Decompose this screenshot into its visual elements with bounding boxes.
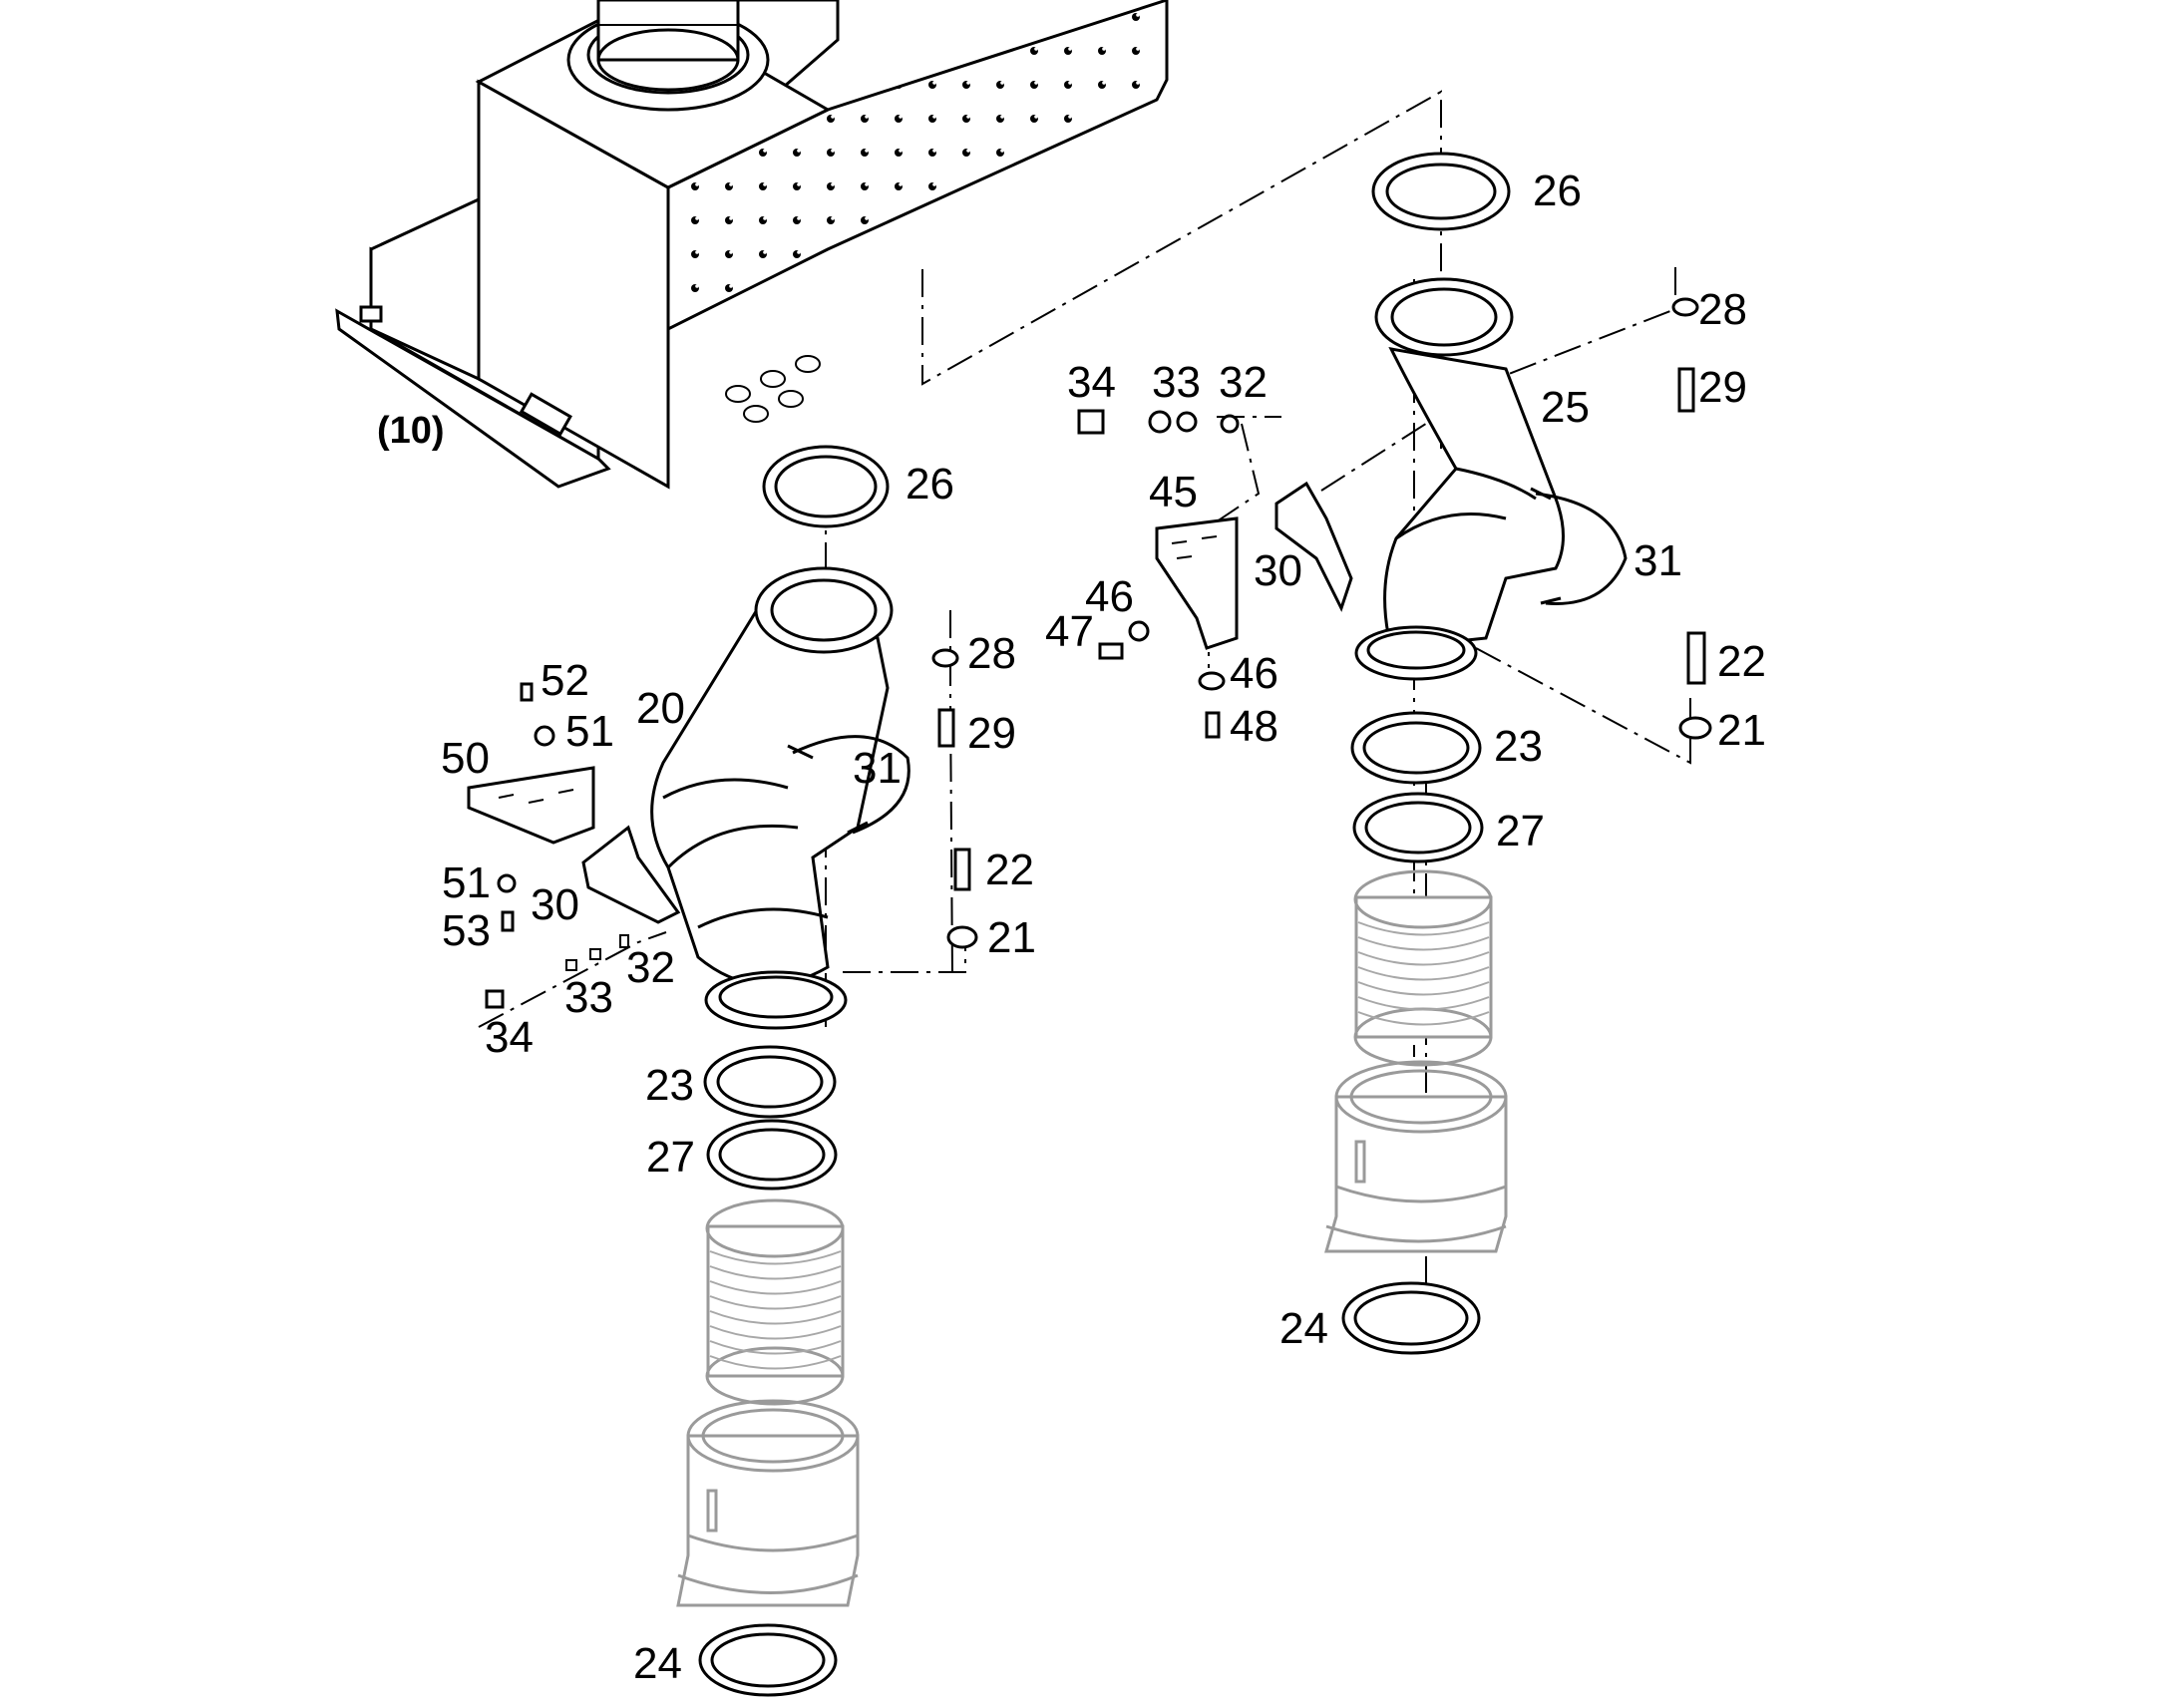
right-gasket-27 (1352, 792, 1484, 863)
callout-21-left: 21 (987, 913, 1036, 962)
callout-25: 25 (1541, 383, 1590, 432)
callouts-right: 26 28 29 25 34 33 32 45 30 31 46 47 46 4… (1045, 167, 1766, 1353)
callout-22-left: 22 (985, 846, 1034, 894)
left-small-hardware (485, 648, 978, 1009)
callout-52: 52 (541, 656, 589, 705)
right-bellows (1353, 869, 1493, 1067)
callout-46-top: 46 (1085, 572, 1134, 621)
callout-31-right: 31 (1634, 536, 1682, 585)
left-gasket-26 (762, 445, 890, 528)
callout-28-left: 28 (967, 629, 1016, 678)
callout-50: 50 (441, 734, 490, 783)
right-gasket-26 (1371, 152, 1511, 231)
callout-46-bottom: 46 (1230, 649, 1278, 698)
callout-20: 20 (636, 684, 685, 733)
left-elbow-pipe-20 (650, 566, 894, 1030)
callout-32-right: 32 (1219, 358, 1268, 407)
callout-31-left: 31 (853, 744, 902, 793)
callout-47: 47 (1045, 607, 1094, 656)
callout-45: 45 (1149, 468, 1198, 516)
left-bellows (705, 1198, 845, 1406)
right-clamp-31 (1530, 487, 1628, 605)
callout-28-right: 28 (1698, 285, 1747, 334)
right-housing-ring (1324, 1060, 1508, 1253)
callout-34-right: 34 (1067, 358, 1116, 407)
left-gasket-24 (698, 1623, 838, 1697)
callout-29-left: 29 (967, 709, 1016, 758)
callout-53: 53 (442, 906, 491, 955)
callout-27-left: 27 (646, 1133, 695, 1182)
assembly-ref-label: (10) (377, 410, 445, 452)
left-housing-ring (676, 1399, 860, 1607)
callout-24-left: 24 (633, 1639, 682, 1688)
callout-33-left: 33 (564, 973, 613, 1022)
right-small-hardware (1077, 297, 1712, 740)
callout-51-top: 51 (565, 707, 614, 756)
callouts-left: 26 20 28 29 31 22 21 52 51 50 51 53 30 3… (441, 460, 1036, 1688)
callout-30-left: 30 (531, 880, 579, 929)
right-bracket-30 (1274, 481, 1353, 612)
callout-27-right: 27 (1496, 807, 1545, 855)
callout-48: 48 (1230, 702, 1278, 751)
right-gasket-24 (1341, 1281, 1481, 1355)
callout-23-right: 23 (1494, 722, 1543, 771)
callout-26-left: 26 (906, 460, 954, 509)
right-gasket-23 (1350, 711, 1482, 785)
callout-26-right: 26 (1533, 167, 1582, 215)
callout-23-left: 23 (645, 1061, 694, 1110)
callout-30-right: 30 (1254, 546, 1302, 595)
callout-33-right: 33 (1152, 358, 1201, 407)
left-gasket-27 (706, 1119, 838, 1191)
right-elbow-pipe-25 (1354, 277, 1565, 681)
main-housing (335, 0, 1169, 490)
callout-21-right: 21 (1717, 706, 1766, 755)
left-clamp-31 (787, 735, 910, 835)
left-bracket-30 (581, 825, 681, 924)
callout-29-right: 29 (1698, 363, 1747, 412)
callout-34-left: 34 (485, 1013, 534, 1062)
callout-51-bottom: 51 (442, 858, 491, 907)
right-bracket-45 (1155, 516, 1239, 650)
callout-32-left: 32 (626, 943, 675, 992)
left-bracket-50 (467, 766, 595, 845)
callout-24-right: 24 (1279, 1304, 1328, 1353)
left-gasket-23 (703, 1045, 837, 1119)
callout-22-right: 22 (1717, 637, 1766, 686)
